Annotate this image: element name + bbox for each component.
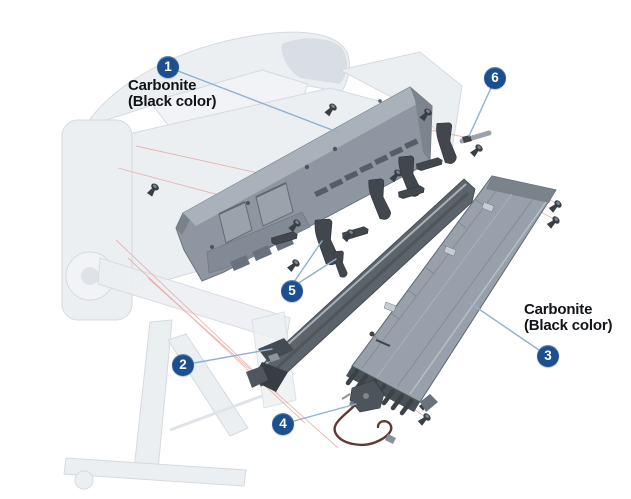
leader-lines	[177, 70, 540, 422]
hinge-pin-clip	[462, 135, 472, 143]
leader-line-5b	[296, 258, 337, 285]
leader-line-3	[469, 302, 540, 351]
leader-line-2	[193, 348, 273, 364]
leader-line-5a	[293, 240, 323, 283]
label-line: (Black color)	[128, 93, 217, 110]
bar-end-foot	[246, 366, 268, 388]
cable-connector	[385, 434, 396, 444]
back-platen-part	[345, 175, 557, 416]
callout-5: 5	[281, 280, 303, 302]
callout-6: 6	[484, 67, 506, 89]
panel-top-edge	[486, 176, 556, 203]
panel-corner-step	[420, 394, 438, 412]
label-line: (Black color)	[524, 317, 613, 334]
beam-end-face	[410, 87, 432, 162]
printer-top-hump	[281, 38, 348, 84]
leader-line-1	[177, 70, 341, 134]
leader-line-4	[293, 403, 357, 422]
mounting-brackets	[270, 119, 492, 279]
callout-1: 1	[157, 56, 179, 78]
label-carbonite-right: Carbonite (Black color)	[524, 302, 612, 334]
label-line: Carbonite	[524, 301, 593, 318]
top-cover-part	[175, 86, 433, 282]
printer-basket-bar	[169, 394, 263, 432]
callout-3: 3	[537, 345, 559, 367]
sensor-cable-assembly	[333, 379, 396, 446]
label-line: Carbonite	[128, 77, 197, 94]
beam-slot-row	[314, 138, 419, 197]
printer-roll-hub	[81, 267, 99, 285]
callout-2: 2	[172, 354, 194, 376]
callout-4: 4	[272, 413, 294, 435]
sensor-cable	[333, 404, 393, 446]
panel-rib-ticks	[373, 198, 484, 343]
tensioner-bar-part	[246, 178, 476, 392]
printer-caster-wheel	[74, 470, 94, 490]
printer-stand-foot	[63, 457, 247, 487]
bar-end-bracket	[258, 338, 294, 362]
label-carbonite-top: Carbonite (Black color)	[128, 78, 216, 110]
leader-line-6	[468, 87, 492, 137]
